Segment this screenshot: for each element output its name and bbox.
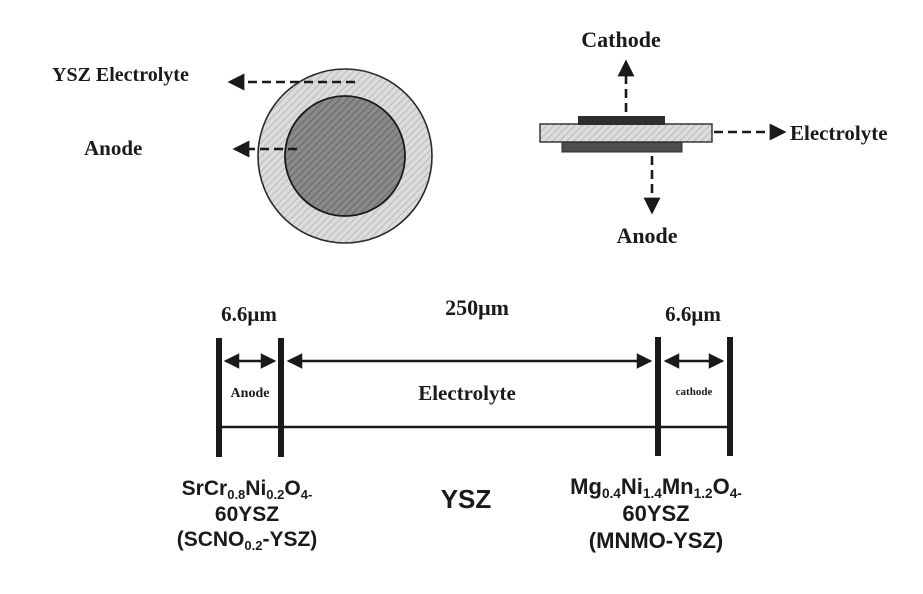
electrolyte-bar bbox=[539, 123, 713, 143]
side-view-electrolyte-label: Electrolyte bbox=[790, 121, 888, 145]
thickness-schematic bbox=[216, 337, 733, 457]
anode-material-line2: 60YSZ bbox=[214, 502, 280, 526]
cathode-strip bbox=[578, 116, 665, 125]
cathode-material-block: Mg0.4Ni1.4Mn1.2O4- 60YSZ (MNMO-YSZ) bbox=[570, 474, 742, 554]
anode-thickness-value: 6.6μm bbox=[221, 302, 277, 326]
anode-material-line3: (SCNO0.2-YSZ) bbox=[176, 528, 318, 553]
anode-material-block: SrCr0.8Ni0.2O4- 60YSZ (SCNO0.2-YSZ) bbox=[177, 476, 318, 553]
cathode-material-formula: Mg0.4Ni1.4Mn1.2O4- bbox=[570, 474, 742, 501]
top-view-anode-label: Anode bbox=[84, 136, 143, 160]
top-view-electrolyte-label: YSZ Electrolyte bbox=[52, 64, 189, 86]
electrolyte-material-label: YSZ bbox=[440, 484, 492, 514]
side-view-cathode-label: Cathode bbox=[581, 27, 661, 52]
cathode-thickness-value: 6.6μm bbox=[665, 302, 721, 326]
schematic-electrolyte-layer-label: Electrolyte bbox=[418, 381, 516, 405]
pellet-top-view bbox=[227, 68, 433, 244]
electrolyte-thickness-value: 250μm bbox=[445, 295, 509, 320]
cathode-material-line3: (MNMO-YSZ) bbox=[588, 527, 724, 553]
cathode-material-line2: 60YSZ bbox=[622, 500, 690, 526]
side-view-anode-label: Anode bbox=[616, 223, 678, 248]
pellet-side-view bbox=[539, 59, 787, 215]
anode-material-formula: SrCr0.8Ni0.2O4- bbox=[181, 477, 313, 502]
schematic-cathode-layer-label: cathode bbox=[675, 386, 713, 398]
schematic-anode-layer-label: Anode bbox=[230, 386, 270, 401]
anode-disc bbox=[284, 95, 406, 217]
